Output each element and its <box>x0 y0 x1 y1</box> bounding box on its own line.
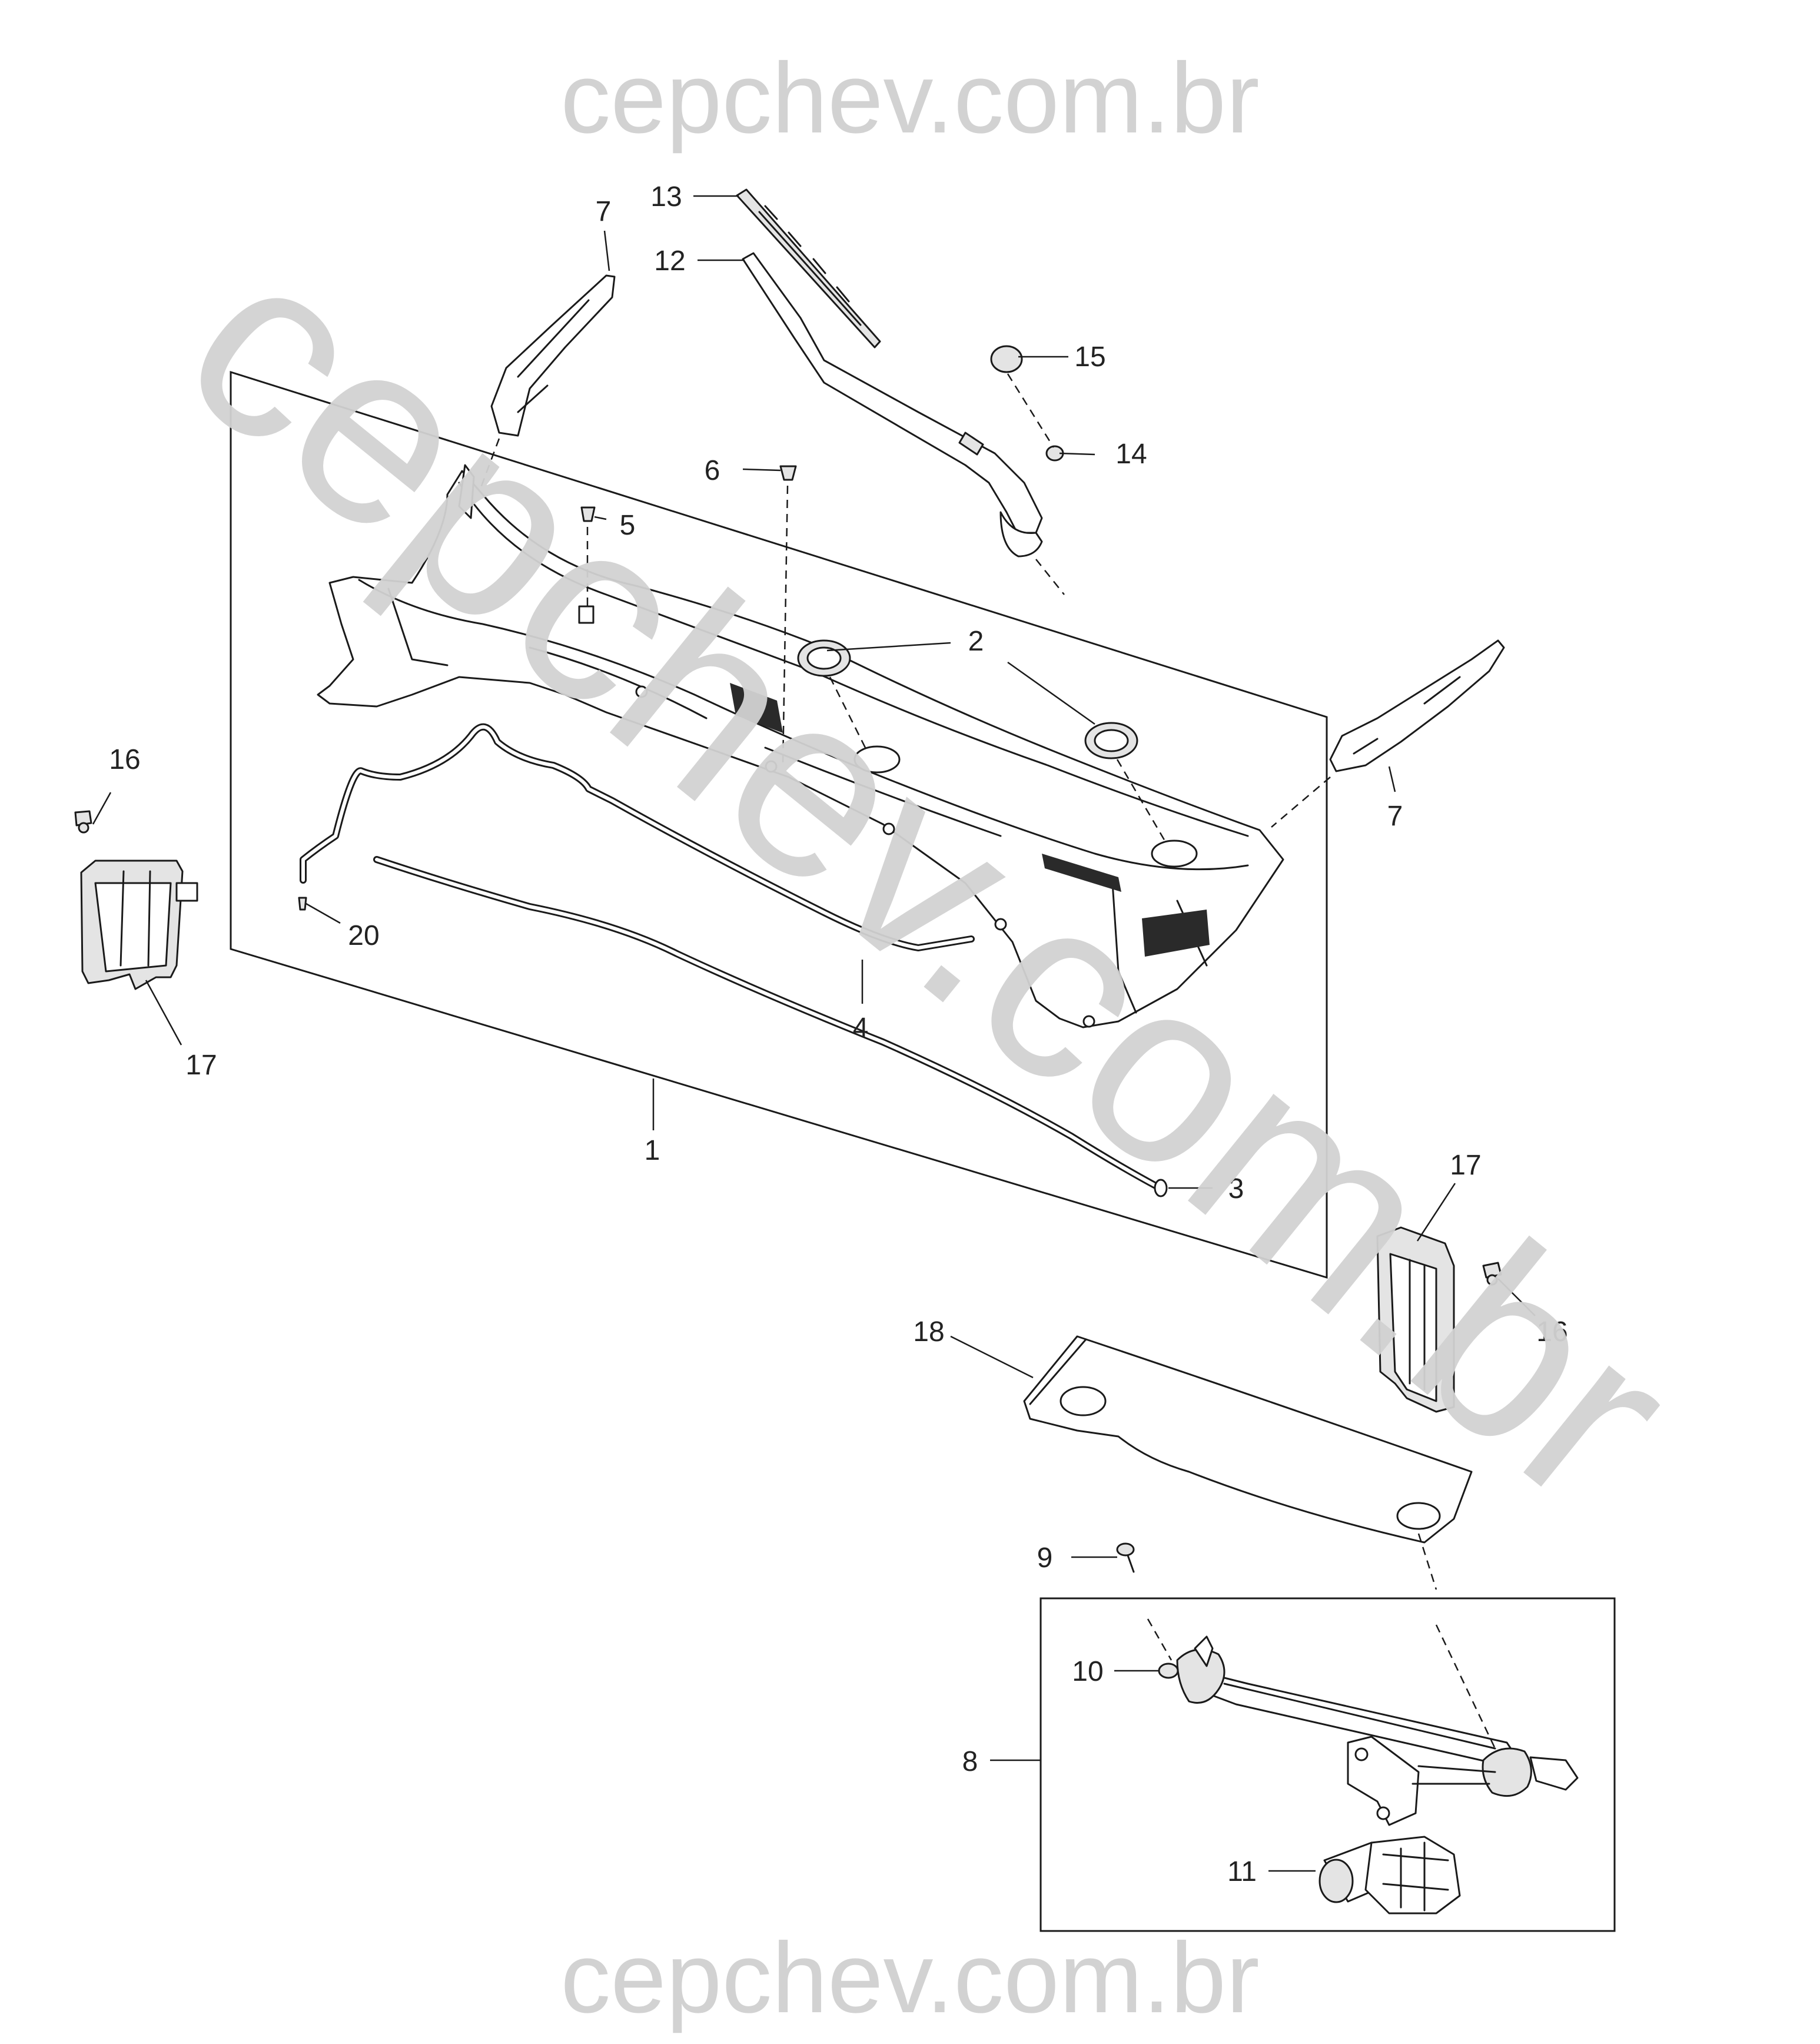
vent-right <box>1042 854 1121 892</box>
watermark-diagonal: cepchev.com.br <box>135 195 1723 1559</box>
callout-5: 5 <box>620 510 636 541</box>
callout-1: 1 <box>645 1135 660 1166</box>
wiper-linkage-frame <box>1039 1597 1616 1932</box>
bolt-16-left <box>74 810 92 834</box>
callout-15: 15 <box>1074 341 1105 373</box>
wiper-linkage <box>1176 1635 1579 1826</box>
callout-3: 3 <box>1228 1173 1244 1204</box>
callout-6: 6 <box>705 455 720 486</box>
callout-2: 2 <box>968 626 984 657</box>
side-trim-right <box>1329 639 1505 772</box>
wiper-cap <box>990 345 1023 373</box>
shield-dash <box>1417 1533 1437 1590</box>
cowl-assembly-frame <box>230 370 1328 1279</box>
callout-17-left: 17 <box>185 1050 217 1081</box>
vent-center <box>730 683 783 733</box>
wiper-blade <box>736 188 881 349</box>
callout-20: 20 <box>348 920 379 951</box>
washer-10 <box>1158 1663 1179 1679</box>
watermark-top: cepchev.com.br <box>560 42 1259 154</box>
bracket-right <box>1376 1226 1455 1413</box>
watermark-bottom: cepchev.com.br <box>560 1922 1259 2034</box>
callout-4: 4 <box>853 1013 869 1044</box>
callout-13: 13 <box>650 181 682 213</box>
screw-9 <box>1116 1542 1135 1573</box>
callout-9: 9 <box>1037 1542 1053 1574</box>
clip-5 <box>578 506 596 624</box>
bolt-16-right <box>1482 1262 1502 1286</box>
shield-panel <box>1023 1335 1473 1544</box>
callout-17-right: 17 <box>1450 1150 1481 1181</box>
callout-7-right: 7 <box>1387 801 1403 832</box>
cowl-left-tab <box>458 464 475 519</box>
cowl-panel <box>317 470 1284 1028</box>
wiper-motor <box>1318 1836 1461 1914</box>
seal-strip <box>373 856 1168 1197</box>
wiper-arm <box>742 252 1043 558</box>
clip-20 <box>298 897 307 911</box>
vent-side <box>1142 910 1210 957</box>
callout-16-left: 16 <box>109 744 140 775</box>
arm-dash <box>1035 559 1065 595</box>
leader-lines <box>92 195 1536 1872</box>
cowl-hole-left <box>853 745 901 774</box>
callout-12: 12 <box>654 245 685 277</box>
bracket-left <box>80 860 198 990</box>
callout-10: 10 <box>1072 1656 1103 1687</box>
cowl-hole-right <box>1151 840 1198 868</box>
side-trim-left <box>490 274 616 437</box>
trim-right-dash <box>1271 777 1331 828</box>
washer-hose <box>300 723 975 951</box>
callout-18: 18 <box>913 1316 944 1348</box>
callout-16-right: 16 <box>1536 1316 1567 1348</box>
cap-dash <box>1007 373 1055 448</box>
callout-7-top: 7 <box>596 196 612 227</box>
screw-6 <box>779 465 797 766</box>
grommet-right <box>1084 722 1138 759</box>
callout-8: 8 <box>962 1746 978 1777</box>
callout-11: 11 <box>1227 1856 1257 1887</box>
callout-14: 14 <box>1115 439 1147 470</box>
